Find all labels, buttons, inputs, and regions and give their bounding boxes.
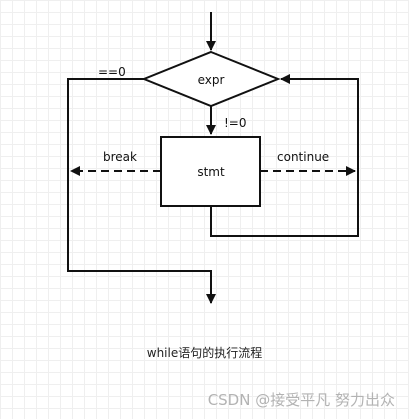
continue-label: continue [277,150,329,164]
false-branch-arrow [67,78,216,304]
diagram-caption: while语句的执行流程 [146,346,263,360]
process-label: stmt [197,165,225,179]
csdn-watermark: CSDN @接受平凡 努力出众 [207,391,395,409]
true-branch-label: !=0 [224,116,247,130]
break-label: break [103,150,137,164]
loop-back-arrow [210,74,359,237]
decision-label: expr [198,73,225,87]
false-branch-label: ==0 [98,65,126,79]
